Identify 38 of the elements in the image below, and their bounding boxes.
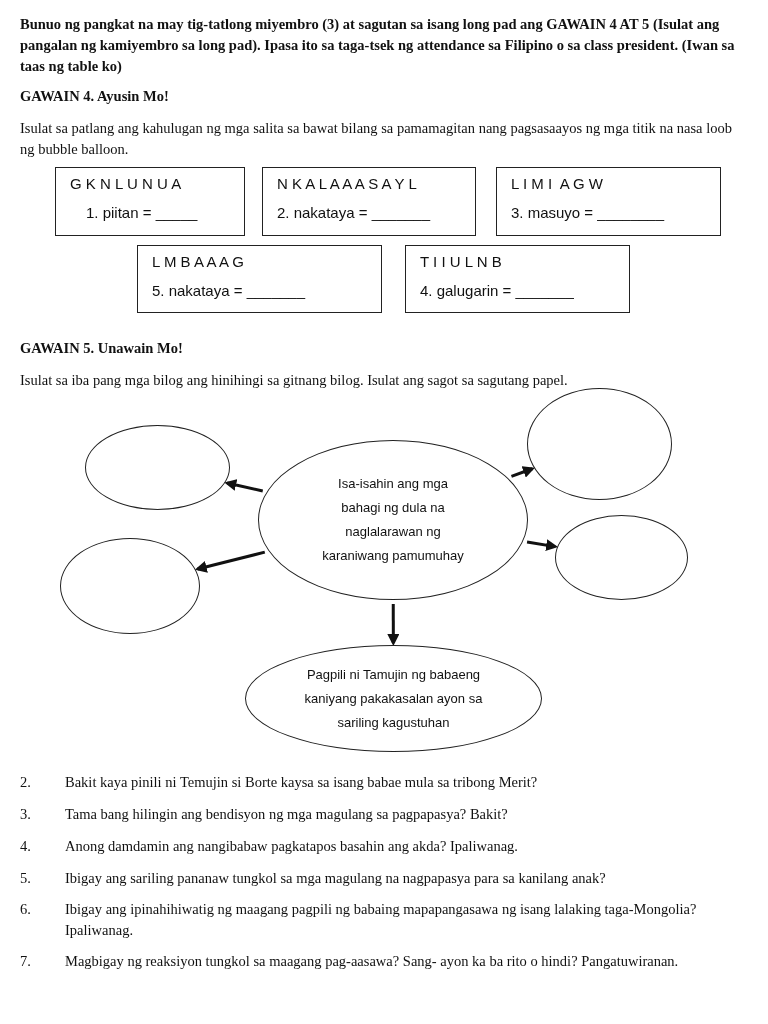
word-puzzle-box	[405, 245, 630, 313]
fill-in-item: 1. piitan = _____	[86, 204, 198, 221]
arrow	[387, 604, 400, 646]
question-number: 2.	[20, 773, 31, 792]
question-text: Ibigay ang sariling pananaw tungkol sa mga magulang na nagpapasya para sa kanilang anak?	[65, 869, 606, 888]
word-puzzle-box	[55, 167, 245, 236]
question-number: 6.	[20, 900, 31, 919]
arrow	[526, 539, 559, 552]
fill-in-item: 3. masuyo = ________	[511, 204, 665, 221]
scrambled-letters: G K N L U N U A	[70, 175, 182, 192]
question-text: Anong damdamin ang nangibabaw pagkatapos basahin ang akda? Ipaliwanag.	[65, 837, 518, 856]
section-heading: GAWAIN 4. Ayusin Mo!	[20, 87, 169, 106]
question-text: Tama bang hilingin ang bendisyon ng mga magulang sa pagpapasya? Bakit?	[65, 805, 508, 824]
question-number: 7.	[20, 952, 31, 971]
word-puzzle-box	[496, 167, 721, 236]
question-number: 4.	[20, 837, 31, 856]
question-text: Magbigay ng reaksiyon tungkol sa maagang pag-aasawa? Sang- ayon ka ba rito o hindi? Pangatuwiranan.	[65, 952, 679, 971]
arrow	[510, 466, 535, 478]
scrambled-letters: N K A L A A A S A Y L	[277, 175, 417, 192]
bubble-text: Pagpili ni Tamujin ng babaeng kaniyang pakakasalan ayon sa sariling kagustuhan	[303, 665, 484, 732]
bubble-text: Isa-isahin ang mga bahagi ng dula na naglalarawan ng karaniwang pamumuhay	[321, 475, 465, 565]
fill-in-item: 5. nakataya = _______	[152, 282, 306, 299]
question-number: 5.	[20, 869, 31, 888]
question-text: Bakit kaya pinili ni Temujin si Borte kaysa sa isang babae mula sa tribong Merit?	[65, 773, 538, 792]
section-heading: GAWAIN 5. Unawain Mo!	[20, 339, 183, 358]
instruction-text: Isulat sa iba pang mga bilog ang hinihingi sa gitnang bilog. Isulat ang sagot sa sagutang papel.	[20, 371, 568, 390]
arrow	[224, 479, 264, 493]
scrambled-letters: L M B A A A G	[152, 253, 244, 270]
word-puzzle-box	[137, 245, 382, 313]
fill-in-item: 2. nakataya = _______	[277, 204, 431, 221]
question-text: Ibigay ang ipinahihiwatig ng maagang pagpili ng babaing mapapangasawa ng isang lalaking taga-Mongolia? Ipaliwanag.	[65, 900, 698, 940]
instructions-paragraph: Bunuo ng pangkat na may tig-tatlong miyembro (3) at sagutan sa isang long pad ang GAWAIN 4 AT 5 (Isulat ang pangalan ng kamiyembro sa long pad). Ipasa ito sa taga-tsek ng attendance sa Filipino o sa class president. (Iwan sa taas ng table ko)	[20, 15, 736, 76]
scrambled-letters: T I I U L N B	[420, 253, 502, 270]
scrambled-letters: L I M I A G W	[511, 175, 603, 192]
fill-in-item: 4. galugarin = _______	[420, 282, 574, 299]
question-number: 3.	[20, 805, 31, 824]
word-puzzle-box	[262, 167, 476, 236]
instruction-text: Isulat sa patlang ang kahulugan ng mga salita sa bawat bilang sa pamamagitan nang pagsasaayos ng mga titik na nasa loob ng bubble balloon.	[20, 119, 733, 159]
